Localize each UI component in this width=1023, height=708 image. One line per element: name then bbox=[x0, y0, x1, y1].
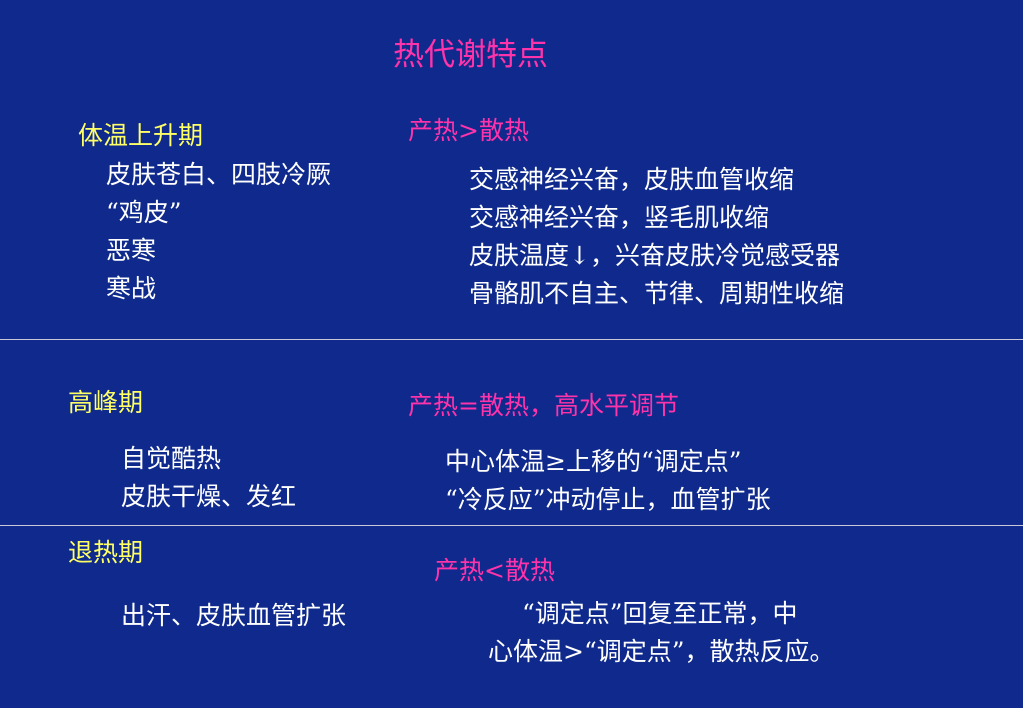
symptom-line: 皮肤干燥、发红 bbox=[121, 482, 297, 511]
explanation-line: 皮肤温度↓，兴奋皮肤冷觉感受器 bbox=[469, 241, 840, 270]
explanation-line: 交感神经兴奋，竖毛肌收缩 bbox=[469, 203, 770, 232]
symptoms-rising: 皮肤苍白、四肢冷厥 “鸡皮” 恶寒 寒战 bbox=[106, 156, 331, 308]
explanation-line: 中心体温≥上移的“调定点” bbox=[445, 447, 742, 476]
section-divider bbox=[0, 525, 1023, 526]
symptom-line: “鸡皮” bbox=[106, 198, 182, 227]
explanation-line: 交感神经兴奋，皮肤血管收缩 bbox=[469, 165, 795, 194]
symptoms-peak: 自觉酷热 皮肤干燥、发红 bbox=[121, 440, 296, 516]
mechanism-rising: 产热>散热 bbox=[408, 116, 529, 145]
slide-title: 热代谢特点 bbox=[393, 37, 548, 73]
phase-peak-label: 高峰期 bbox=[68, 388, 144, 417]
explanations-rising: 交感神经兴奋，皮肤血管收缩 交感神经兴奋，竖毛肌收缩 皮肤温度↓，兴奋皮肤冷觉感… bbox=[469, 161, 844, 313]
mechanism-defervescence: 产热<散热 bbox=[434, 556, 555, 585]
symptom-line: 出汗、皮肤血管扩张 bbox=[121, 601, 347, 630]
symptom-line: 恶寒 bbox=[106, 236, 157, 265]
explanations-peak: 中心体温≥上移的“调定点” “冷反应”冲动停止，血管扩张 bbox=[445, 443, 771, 519]
phase-defervescence-label: 退热期 bbox=[68, 538, 144, 567]
symptom-line: 皮肤苍白、四肢冷厥 bbox=[106, 160, 332, 189]
symptom-line: 自觉酷热 bbox=[121, 444, 222, 473]
explanation-line: “调定点”回复至正常，中 bbox=[522, 599, 798, 628]
explanations-defervescence: “调定点”回复至正常，中 心体温>“调定点”，散热反应。 bbox=[488, 595, 835, 671]
phase-rising-label: 体温上升期 bbox=[78, 121, 204, 150]
explanation-line: “冷反应”冲动停止，血管扩张 bbox=[445, 485, 771, 514]
symptom-line: 寒战 bbox=[106, 274, 157, 303]
explanation-line: 骨骼肌不自主、节律、周期性收缩 bbox=[469, 279, 845, 308]
section-divider bbox=[0, 339, 1023, 340]
symptoms-defervescence: 出汗、皮肤血管扩张 bbox=[121, 597, 346, 635]
mechanism-peak: 产热=散热，高水平调节 bbox=[408, 391, 679, 420]
explanation-line: 心体温>“调定点”，散热反应。 bbox=[488, 637, 835, 666]
